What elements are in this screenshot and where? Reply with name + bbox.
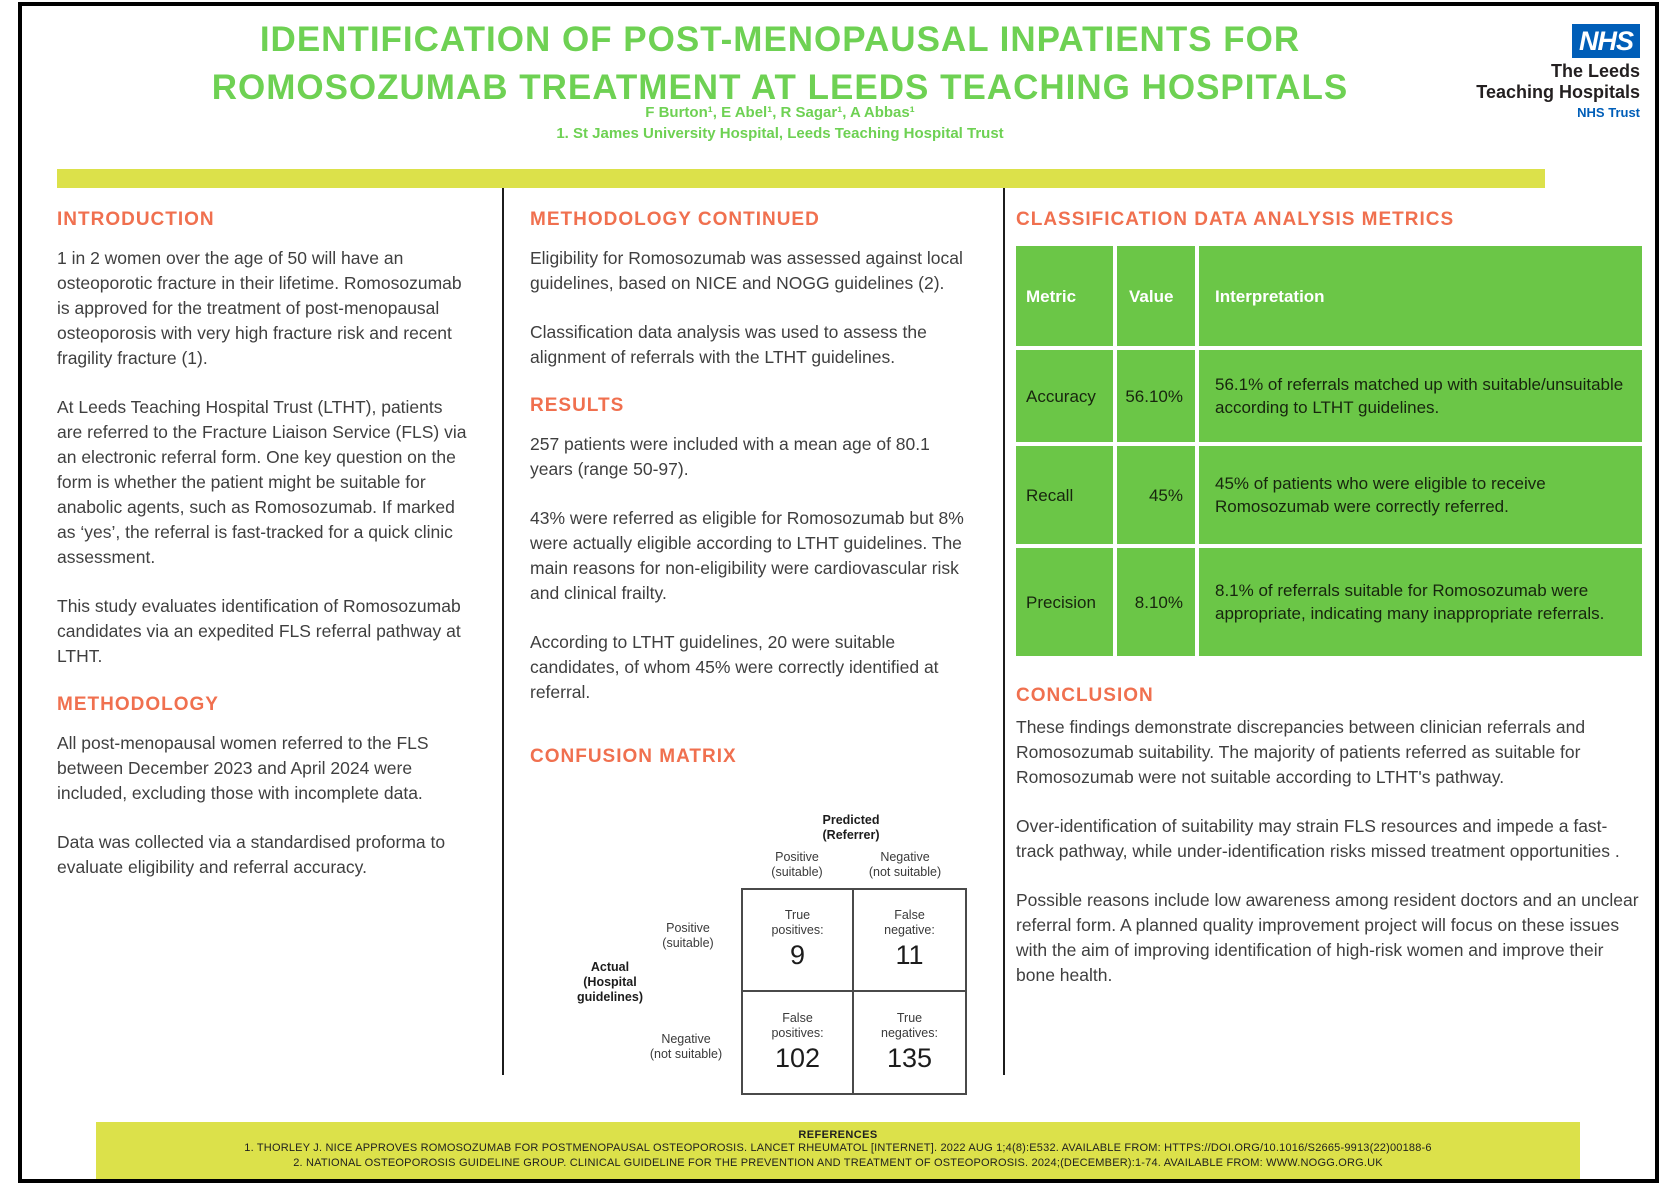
- trust-name-line2: Teaching Hospitals: [1476, 82, 1640, 102]
- false-negative-cell: False negative: 11: [854, 890, 965, 992]
- false-positives-value: 102: [774, 1042, 821, 1073]
- reference-item: 2. NATIONAL OSTEOPOROSIS GUIDELINE GROUP…: [293, 1157, 1383, 1169]
- metric-value: 56.10%: [1117, 350, 1195, 442]
- predicted-axis-label-line2: (Referrer): [822, 828, 880, 842]
- predicted-positive-header-line1: Positive: [775, 850, 819, 864]
- conclusion-paragraph: These findings demonstrate discrepancies…: [1016, 717, 1586, 787]
- true-positives-label: True positives:: [771, 908, 824, 938]
- actual-axis-label-line2: (Hospital: [583, 975, 637, 989]
- metrics-header-value: Value: [1117, 246, 1195, 346]
- results-paragraph: According to LTHT guidelines, 20 were su…: [530, 632, 939, 702]
- poster-title-line1: IDENTIFICATION OF POST-MENOPAUSAL INPATI…: [259, 20, 1301, 59]
- conclusion-paragraph: Over-identification of suitability may s…: [1016, 816, 1620, 861]
- actual-positive-header-line2: (suitable): [662, 936, 714, 950]
- column-methodology-results: METHODOLOGY CONTINUED Eligibility for Ro…: [530, 208, 975, 729]
- actual-negative-header-line1: Negative: [661, 1032, 711, 1046]
- predicted-negative-header-line2: (not suitable): [868, 865, 942, 879]
- predicted-axis-label: Predicted (Referrer): [771, 813, 931, 843]
- methodology-heading: METHODOLOGY: [57, 694, 219, 715]
- true-positives-value: 9: [789, 940, 806, 971]
- metric-name: Accuracy: [1016, 350, 1113, 442]
- metrics-table: Metric Value Interpretation Accuracy 56.…: [1016, 246, 1642, 656]
- poster-title-line2: ROMOSOZUMAB TREATMENT AT LEEDS TEACHING …: [211, 68, 1349, 107]
- top-accent-bar: [57, 169, 1545, 188]
- true-negatives-label: True negatives:: [881, 1010, 938, 1040]
- predicted-positive-header: Positive (suitable): [737, 850, 857, 880]
- column-introduction: INTRODUCTION 1 in 2 women over the age o…: [57, 208, 469, 904]
- conclusion-paragraph: Possible reasons include low awareness a…: [1016, 890, 1639, 985]
- confusion-matrix-grid: True positives: 9 False negative: 11 Fal…: [741, 888, 967, 1095]
- references-bar: REFERENCES 1. THORLEY J. NICE APPROVES R…: [96, 1122, 1580, 1179]
- introduction-heading: INTRODUCTION: [57, 209, 215, 230]
- metric-interpretation: 8.1% of referrals suitable for Romosozum…: [1199, 548, 1642, 656]
- poster-title: IDENTIFICATION OF POST-MENOPAUSAL INPATI…: [140, 16, 1420, 112]
- results-paragraph: 43% were referred as eligible for Romoso…: [530, 508, 964, 603]
- metric-value: 45%: [1117, 446, 1195, 544]
- false-positives-cell: False positives: 102: [743, 991, 854, 1093]
- actual-positive-header: Positive (suitable): [628, 921, 748, 951]
- predicted-positive-header-line2: (suitable): [771, 865, 823, 879]
- methodology-continued-paragraph: Eligibility for Romosozumab was assessed…: [530, 248, 963, 293]
- confusion-matrix-heading: CONFUSION MATRIX: [530, 746, 737, 767]
- true-positives-cell: True positives: 9: [743, 890, 854, 992]
- results-paragraph: 257 patients were included with a mean a…: [530, 434, 930, 479]
- metrics-heading: CLASSIFICATION DATA ANALYSIS METRICS: [1016, 209, 1455, 230]
- metric-name: Recall: [1016, 446, 1113, 544]
- column-divider-2: [1003, 188, 1005, 1075]
- conclusion-heading: CONCLUSION: [1016, 685, 1154, 706]
- nhs-logo-text: NHS: [1578, 25, 1634, 56]
- references-heading: REFERENCES: [798, 1129, 878, 1141]
- actual-positive-header-line1: Positive: [666, 921, 710, 935]
- predicted-negative-header-line1: Negative: [880, 850, 930, 864]
- trust-name-line3: NHS Trust: [1577, 105, 1640, 120]
- false-negative-value: 11: [895, 940, 924, 971]
- false-negative-label: False negative:: [884, 908, 935, 938]
- introduction-paragraph: 1 in 2 women over the age of 50 will hav…: [57, 248, 462, 368]
- metrics-header-metric: Metric: [1016, 246, 1113, 346]
- reference-item: 1. THORLEY J. NICE APPROVES ROMOSOZUMAB …: [244, 1142, 1432, 1154]
- predicted-axis-label-line1: Predicted: [822, 813, 880, 827]
- methodology-paragraph: Data was collected via a standardised pr…: [57, 832, 446, 877]
- nhs-logo: NHS: [1572, 24, 1640, 58]
- metrics-header-interpretation: Interpretation: [1199, 246, 1642, 346]
- actual-axis-label: Actual (Hospital guidelines): [550, 960, 670, 1005]
- predicted-negative-header: Negative (not suitable): [845, 850, 965, 880]
- column-divider-1: [502, 188, 504, 1075]
- confusion-matrix: CONFUSION MATRIX Predicted (Referrer) Po…: [530, 745, 975, 1100]
- true-negatives-cell: True negatives: 135: [854, 992, 965, 1094]
- actual-axis-label-line1: Actual: [590, 960, 630, 974]
- false-positives-label: False positives:: [771, 1010, 824, 1040]
- affiliation-line: 1. St James University Hospital, Leeds T…: [556, 125, 1004, 142]
- methodology-paragraph: All post-menopausal women referred to th…: [57, 733, 429, 803]
- introduction-paragraph: At Leeds Teaching Hospital Trust (LTHT),…: [57, 397, 467, 567]
- introduction-paragraph: This study evaluates identification of R…: [57, 596, 461, 666]
- authors-line: F Burton¹, E Abel¹, R Sagar¹, A Abbas¹: [645, 104, 915, 121]
- metric-interpretation: 45% of patients who were eligible to rec…: [1199, 446, 1642, 544]
- actual-negative-header: Negative (not suitable): [626, 1032, 746, 1062]
- actual-negative-header-line2: (not suitable): [649, 1047, 723, 1061]
- methodology-continued-paragraph: Classification data analysis was used to…: [530, 322, 927, 367]
- actual-axis-label-line3: guidelines): [577, 990, 643, 1004]
- column-metrics-conclusion: CLASSIFICATION DATA ANALYSIS METRICS Met…: [1016, 208, 1642, 1012]
- methodology-continued-heading: METHODOLOGY CONTINUED: [530, 209, 820, 230]
- metric-interpretation: 56.1% of referrals matched up with suita…: [1199, 350, 1642, 442]
- results-heading: RESULTS: [530, 395, 625, 416]
- true-negatives-value: 135: [886, 1042, 933, 1073]
- metric-value: 8.10%: [1117, 548, 1195, 656]
- trust-name-line1: The Leeds: [1550, 61, 1640, 81]
- metric-name: Precision: [1016, 548, 1113, 656]
